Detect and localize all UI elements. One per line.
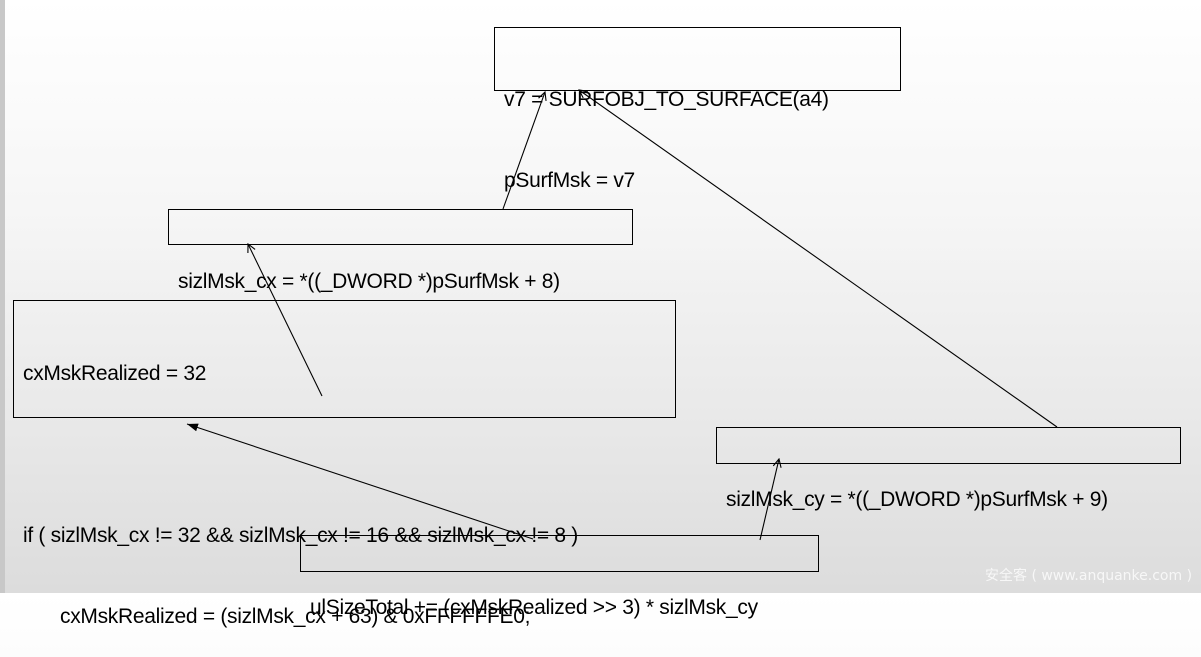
- node-surface-line-2: pSurfMsk = v7: [504, 169, 635, 192]
- edge-sizetotal-to-sizlcy: [759, 459, 779, 541]
- node-sizlmsk-cx: sizlMsk_cx = *((_DWORD *)pSurfMsk + 8): [168, 209, 633, 293]
- node-cxmsk-line-1: cxMskRealized = 32: [23, 362, 207, 385]
- watermark: 安全客 ( www.anquanke.com ): [985, 568, 1193, 584]
- node-surface-line-1: v7 = SURFOBJ_TO_SURFACE(a4): [504, 88, 829, 111]
- node-cxmsk-realized: cxMskRealized = 32 if ( sizlMsk_cx != 32…: [13, 300, 676, 628]
- edge-sizetotal-to-cxrealized: [186, 423, 534, 540]
- edge-sizlcx-to-surface: [502, 92, 545, 210]
- node-sizlmsk-cy: sizlMsk_cy = *((_DWORD *)pSurfMsk + 9): [716, 427, 1181, 511]
- left-edge-strip: [0, 0, 5, 593]
- node-ulsize-total: ulSizeTotal += (cxMskRealized >> 3) * si…: [300, 535, 819, 619]
- edge-sizlcy-to-surface: [579, 90, 1058, 428]
- node-ulsize-total-text: ulSizeTotal += (cxMskRealized >> 3) * si…: [310, 596, 758, 619]
- edges-layer: [186, 0, 1058, 541]
- node-surface-assign: v7 = SURFOBJ_TO_SURFACE(a4) pSurfMsk = v…: [494, 27, 901, 192]
- node-sizlmsk-cy-text: sizlMsk_cy = *((_DWORD *)pSurfMsk + 9): [726, 488, 1108, 511]
- edge-cxrealized-to-sizlcx: [248, 244, 323, 397]
- node-sizlmsk-cx-text: sizlMsk_cx = *((_DWORD *)pSurfMsk + 8): [178, 270, 560, 293]
